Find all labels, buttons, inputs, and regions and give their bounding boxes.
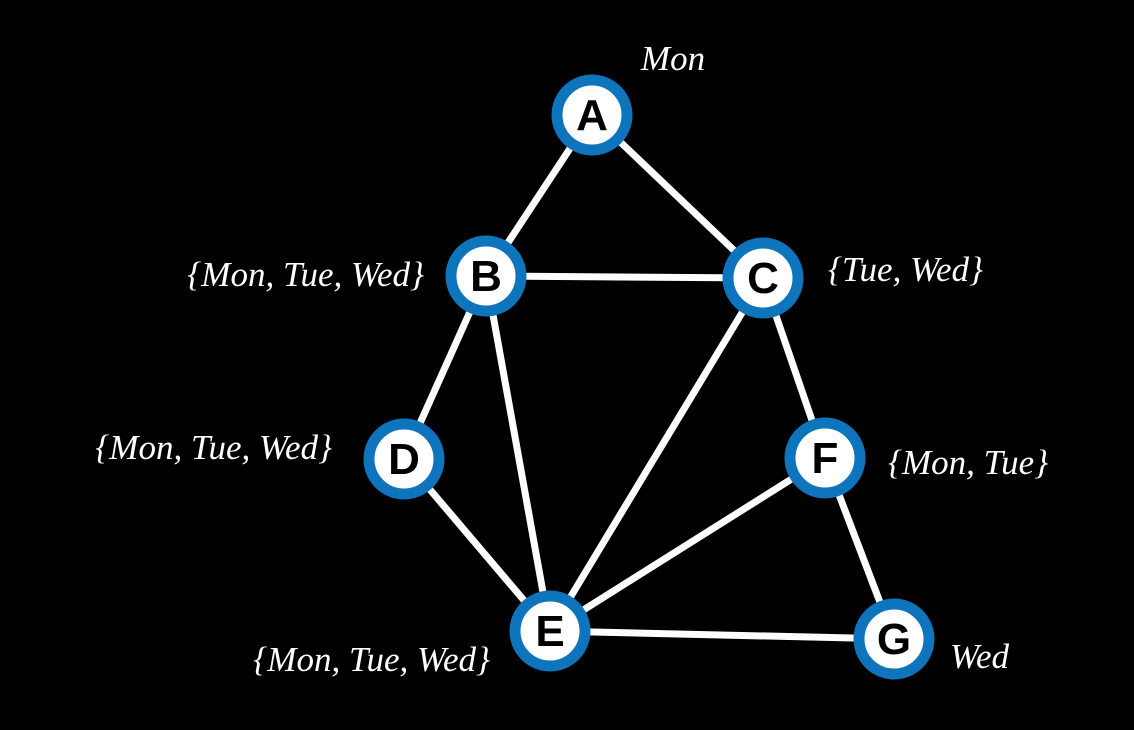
node-E: E xyxy=(509,590,591,672)
node-D: D xyxy=(363,418,445,500)
edge-C-E xyxy=(546,274,767,635)
node-G-circle xyxy=(853,598,935,680)
node-A: A xyxy=(551,74,633,156)
node-B-letter: B xyxy=(470,252,502,301)
node-G-letter: G xyxy=(877,615,911,664)
edge-E-G xyxy=(546,627,898,643)
node-D-circle xyxy=(363,418,445,500)
node-G-domain-label: Wed xyxy=(950,637,1009,676)
edge-B-E xyxy=(482,272,554,635)
node-B-domain-label: {Mon, Tue, Wed} xyxy=(187,255,424,294)
node-E-letter: E xyxy=(535,607,564,656)
node-B-circle xyxy=(445,235,527,317)
node-F: F xyxy=(784,417,866,499)
edges-layer xyxy=(400,111,898,643)
node-F-domain-label: {Mon, Tue} xyxy=(888,443,1048,482)
nodes-layer: A B C D E F G xyxy=(363,74,935,680)
node-A-domain-label: Mon xyxy=(640,39,705,78)
node-F-circle xyxy=(784,417,866,499)
node-C-letter: C xyxy=(747,254,779,303)
edge-B-C xyxy=(482,272,767,282)
node-C: C xyxy=(722,237,804,319)
node-G: G xyxy=(853,598,935,680)
node-E-domain-label: {Mon, Tue, Wed} xyxy=(253,640,490,679)
node-B: B xyxy=(445,235,527,317)
edge-E-F xyxy=(546,454,829,635)
node-F-letter: F xyxy=(812,434,839,483)
labels-layer: Mon {Mon, Tue, Wed} {Tue, Wed} {Mon, Tue, W… xyxy=(95,39,1048,679)
node-D-letter: D xyxy=(388,435,420,484)
node-C-circle xyxy=(722,237,804,319)
node-D-domain-label: {Mon, Tue, Wed} xyxy=(95,428,332,467)
node-A-letter: A xyxy=(576,91,608,140)
node-E-circle xyxy=(509,590,591,672)
node-A-circle xyxy=(551,74,633,156)
node-C-domain-label: {Tue, Wed} xyxy=(828,250,983,289)
